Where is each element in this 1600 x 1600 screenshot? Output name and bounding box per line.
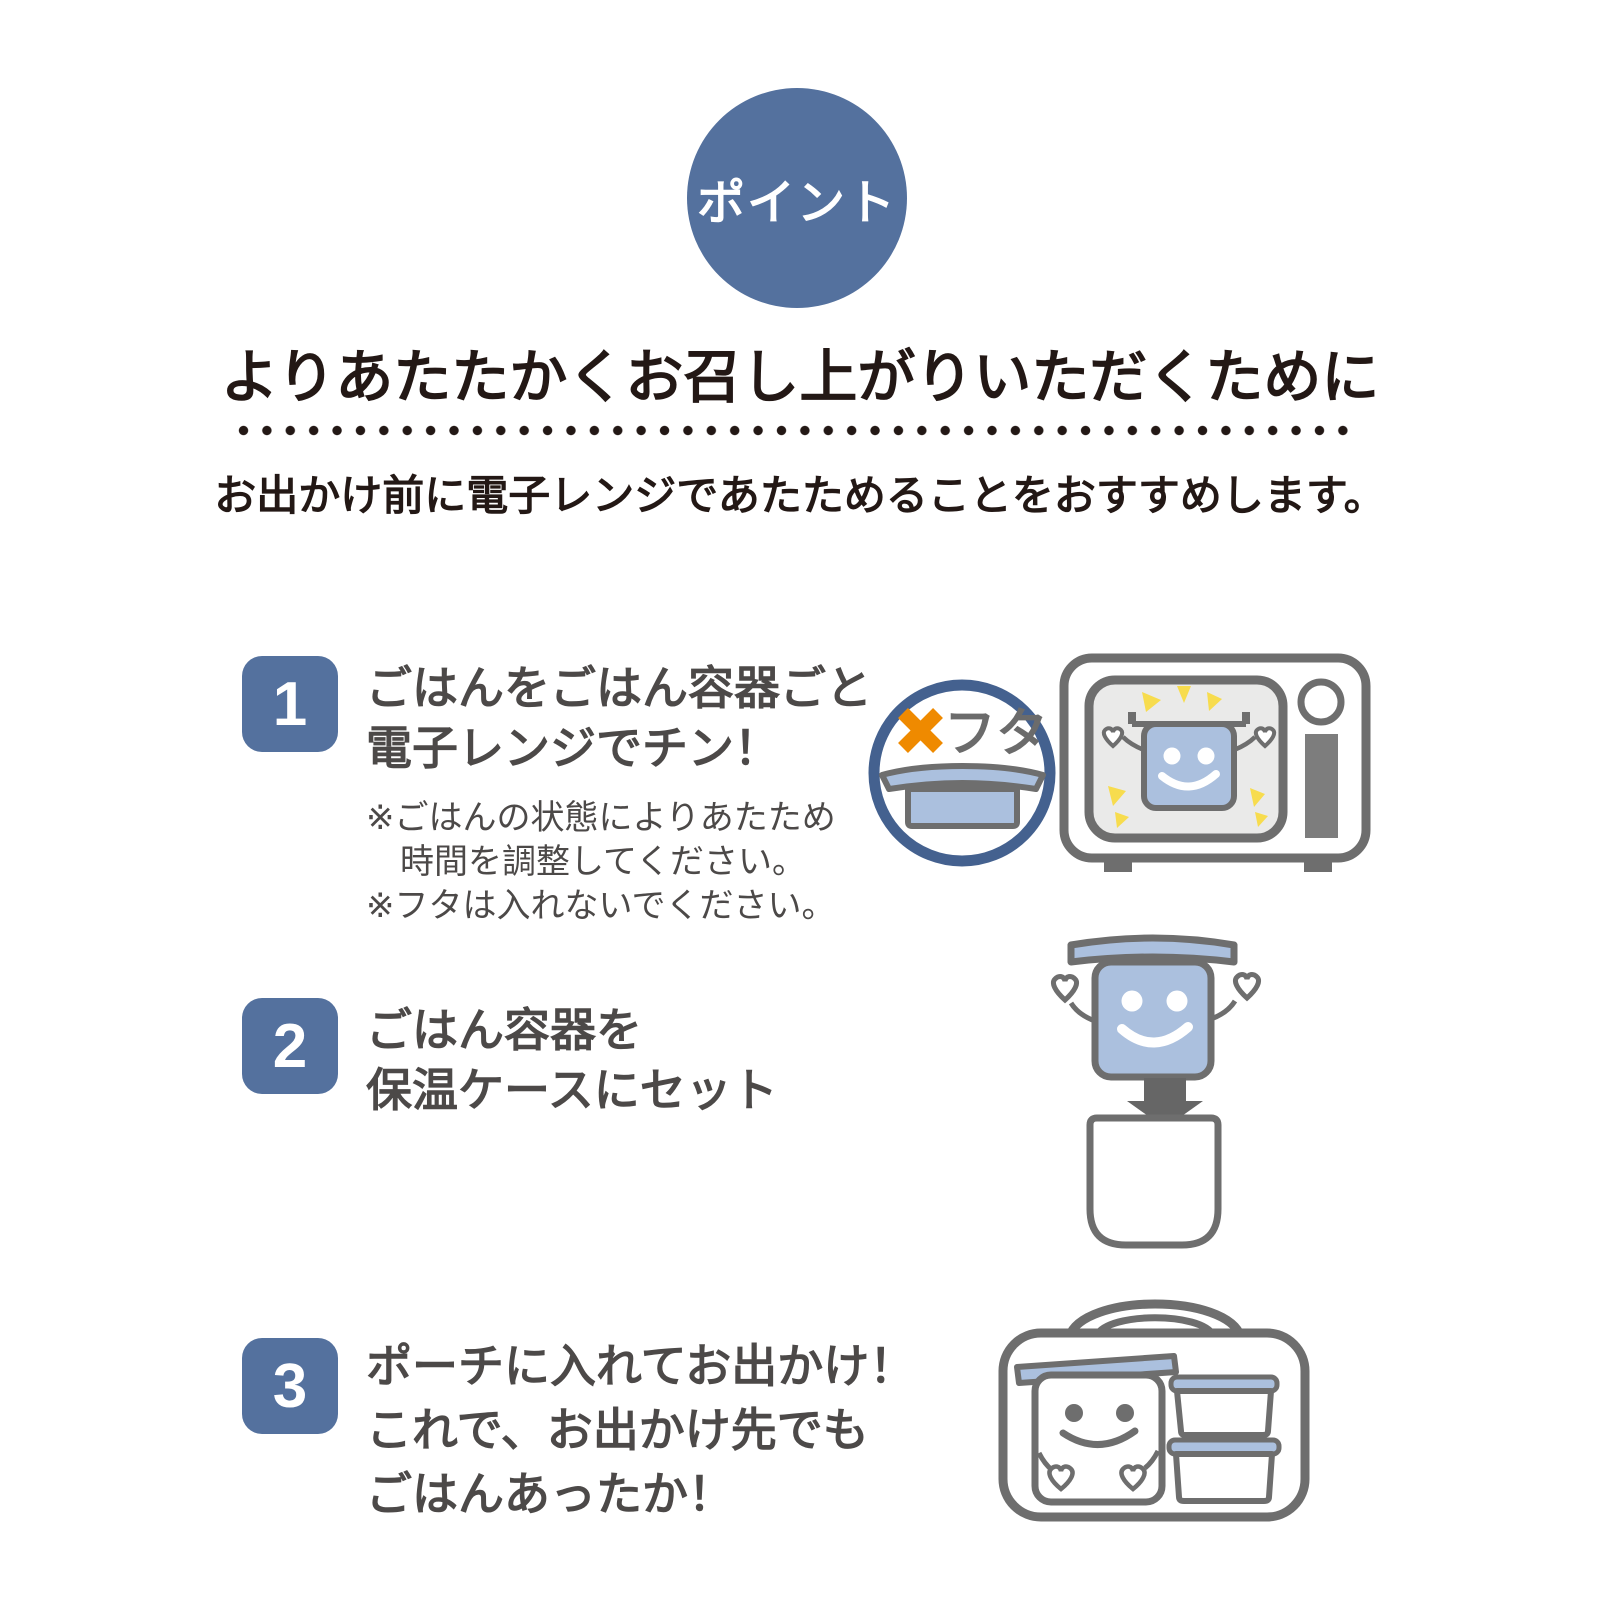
step-2-title-line1: ごはん容器を [366, 1004, 642, 1056]
thermal-case [1086, 1114, 1222, 1249]
step-3-title-line3: ごはんあったか！ [366, 1468, 734, 1520]
step-3-title: ポーチに入れてお出かけ！ これで、お出かけ先でも ごはんあったか！ [366, 1334, 915, 1526]
page-title: よりあたたかくお召し上がりいただくために [220, 345, 1380, 410]
rice-container-character [1101, 712, 1277, 811]
heart-hand-icon [1101, 726, 1125, 749]
step-3-number-badge: 3 [242, 1338, 338, 1434]
heart-hand-icon [1050, 974, 1080, 1004]
side-containers [1166, 1374, 1282, 1504]
point-badge: ポイント [687, 88, 907, 308]
step-2-title: ごはん容器を 保温ケースにセット [366, 1000, 778, 1120]
step-3-text: ポーチに入れてお出かけ！ これで、お出かけ先でも ごはんあったか！ [366, 1338, 915, 1526]
step-1-notes: ※ごはんの状態によりあたため 時間を調整してください。 ※フタは入れないでくださ… [366, 796, 872, 928]
step-1-title-line2: 電子レンジでチン！ [366, 722, 780, 774]
lid-icon [879, 763, 1046, 792]
rice-container-character [1050, 934, 1262, 1081]
step-1: 1 ごはんをごはん容器ごと 電子レンジでチン！ ※ごはんの状態によりあたため 時… [242, 656, 872, 928]
subheading: お出かけ前に電子レンジであたためることをおすすめします。 [214, 472, 1386, 519]
step-1-text: ごはんをごはん容器ごと 電子レンジでチン！ ※ごはんの状態によりあたため 時間を… [366, 656, 872, 928]
step-2-title-line2: 保温ケースにセット [366, 1064, 778, 1116]
down-arrow-icon [1127, 1078, 1203, 1128]
step-1-title: ごはんをごはん容器ごと 電子レンジでチン！ [366, 658, 872, 778]
pouch-handle [1064, 1299, 1246, 1339]
set-in-case-illustration [1050, 934, 1262, 1249]
point-badge-label: ポイント [696, 177, 897, 230]
microwave-handle-bar [1305, 734, 1338, 838]
step-3-title-line1: ポーチに入れてお出かけ！ [366, 1340, 916, 1392]
heart-hand-icon [1232, 972, 1262, 1002]
step-2-number-badge: 2 [242, 998, 338, 1094]
step-1-number-badge: 1 [242, 656, 338, 752]
microwave-knob [1297, 678, 1345, 726]
sparkle-icons [1108, 686, 1268, 828]
step-3: 3 ポーチに入れてお出かけ！ これで、お出かけ先でも ごはんあったか！ [242, 1338, 915, 1526]
heart-hand-icon [1047, 1464, 1075, 1492]
step-3-title-line2: これで、お出かけ先でも [366, 1404, 869, 1456]
step-2: 2 ごはん容器を 保温ケースにセット [242, 998, 778, 1120]
step-2-text: ごはん容器を 保温ケースにセット [366, 998, 778, 1120]
no-lid-warning-icon: フタ [868, 679, 1056, 867]
heart-hand-icon [1119, 1464, 1147, 1492]
dotted-divider [237, 424, 1359, 437]
no-lid-label: フタ [944, 705, 1048, 763]
lid-icon [1067, 934, 1238, 966]
step-1-note-line3: ※フタは入れないでください。 [366, 887, 836, 925]
microwave-illustration [1059, 653, 1371, 872]
pouch-illustration [998, 1299, 1310, 1522]
rice-container-character [1014, 1353, 1179, 1506]
heart-hand-icon [1253, 726, 1277, 749]
x-mark-icon [898, 708, 943, 753]
step-1-title-line1: ごはんをごはん容器ごと [366, 662, 872, 714]
step-1-note-line1: ※ごはんの状態によりあたため [366, 799, 836, 837]
step-1-note-line2: 時間を調整してください。 [400, 843, 806, 881]
